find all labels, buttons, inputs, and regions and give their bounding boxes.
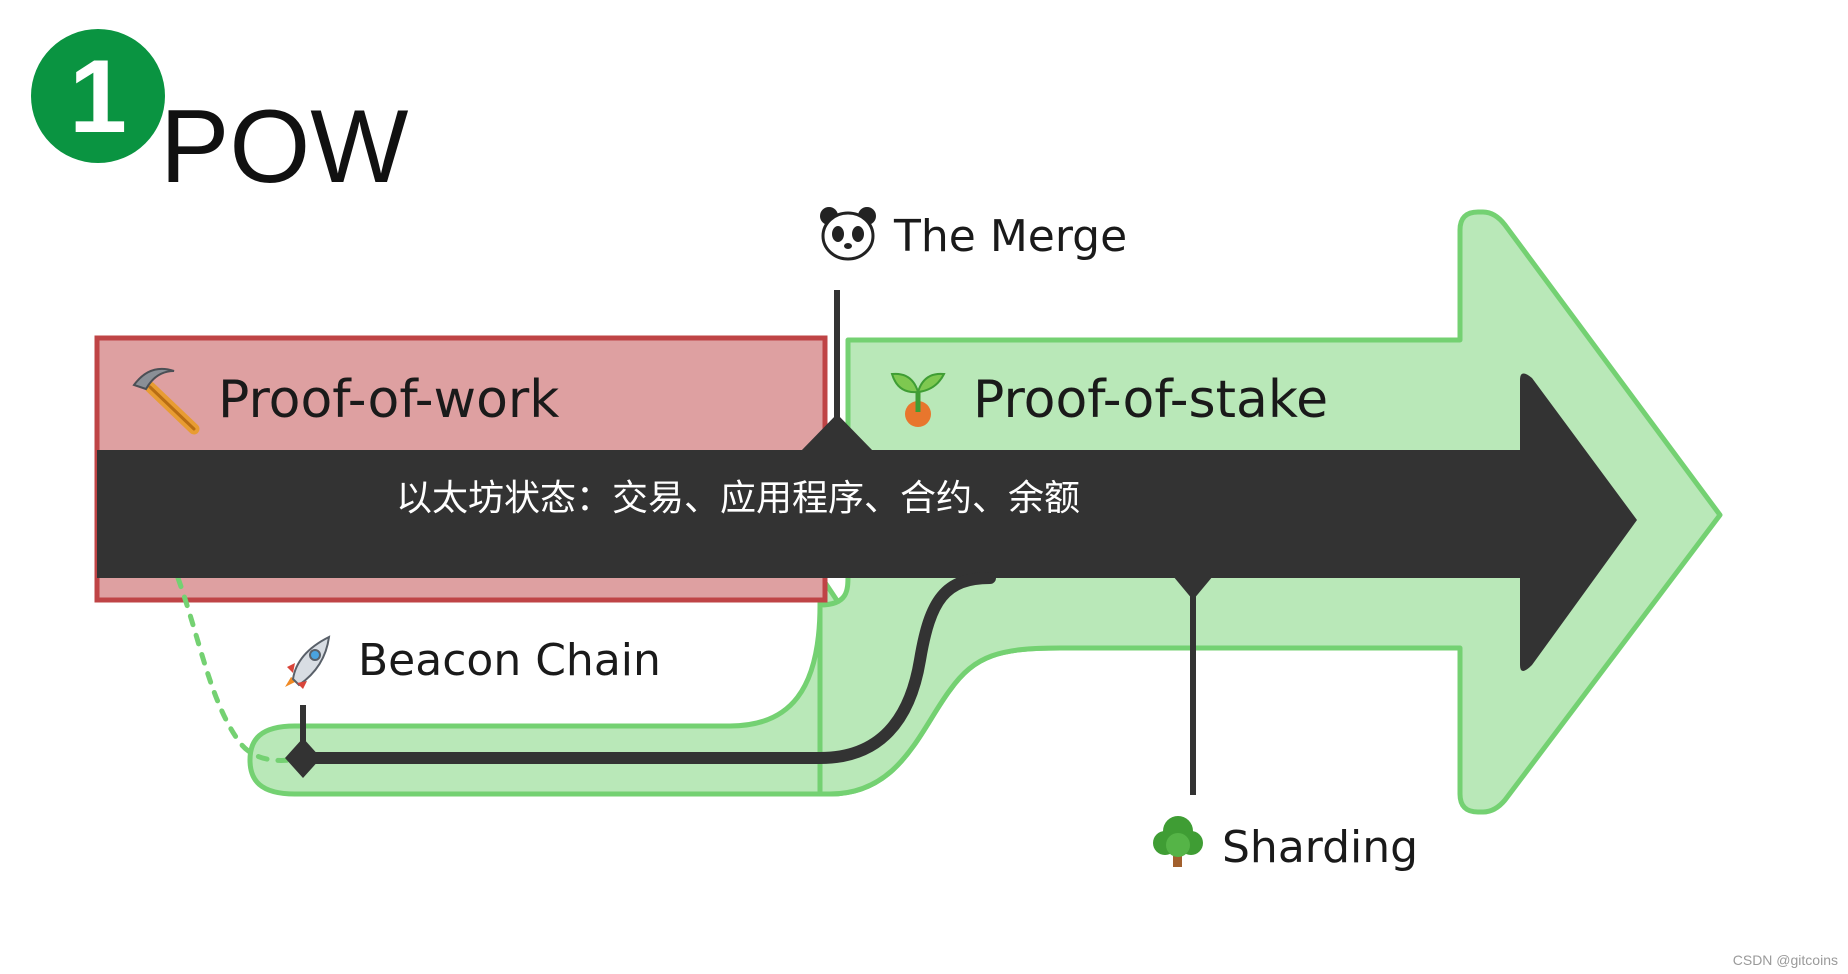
merge-diamond bbox=[800, 414, 874, 452]
beacon-dotted-link bbox=[175, 575, 293, 763]
pick-icon bbox=[132, 367, 200, 435]
seedling-icon bbox=[890, 372, 946, 427]
beacon-chain-label: Beacon Chain bbox=[358, 635, 661, 686]
rocket-icon bbox=[285, 635, 331, 689]
step-badge: 1 bbox=[31, 29, 165, 163]
ethereum-state-arrow bbox=[97, 373, 1637, 671]
proof-of-stake-label: Proof-of-stake bbox=[973, 370, 1328, 430]
watermark: CSDN @gitcoins bbox=[1733, 952, 1838, 968]
beacon-chain-line bbox=[297, 572, 996, 764]
panda-icon bbox=[820, 207, 876, 261]
proof-of-work-label: Proof-of-work bbox=[218, 370, 559, 430]
step-number: 1 bbox=[69, 39, 127, 155]
sharding-diamond bbox=[1173, 576, 1213, 600]
page-title: POW bbox=[160, 89, 408, 205]
the-merge-label: The Merge bbox=[893, 211, 1127, 262]
beacon-chain-node bbox=[285, 738, 321, 778]
tree-icon bbox=[1153, 816, 1203, 867]
step-badge-circle bbox=[31, 29, 165, 163]
ethereum-state-label: 以太坊状态：交易、应用程序、合约、余额 bbox=[396, 478, 1080, 519]
sharding-label: Sharding bbox=[1222, 822, 1418, 873]
